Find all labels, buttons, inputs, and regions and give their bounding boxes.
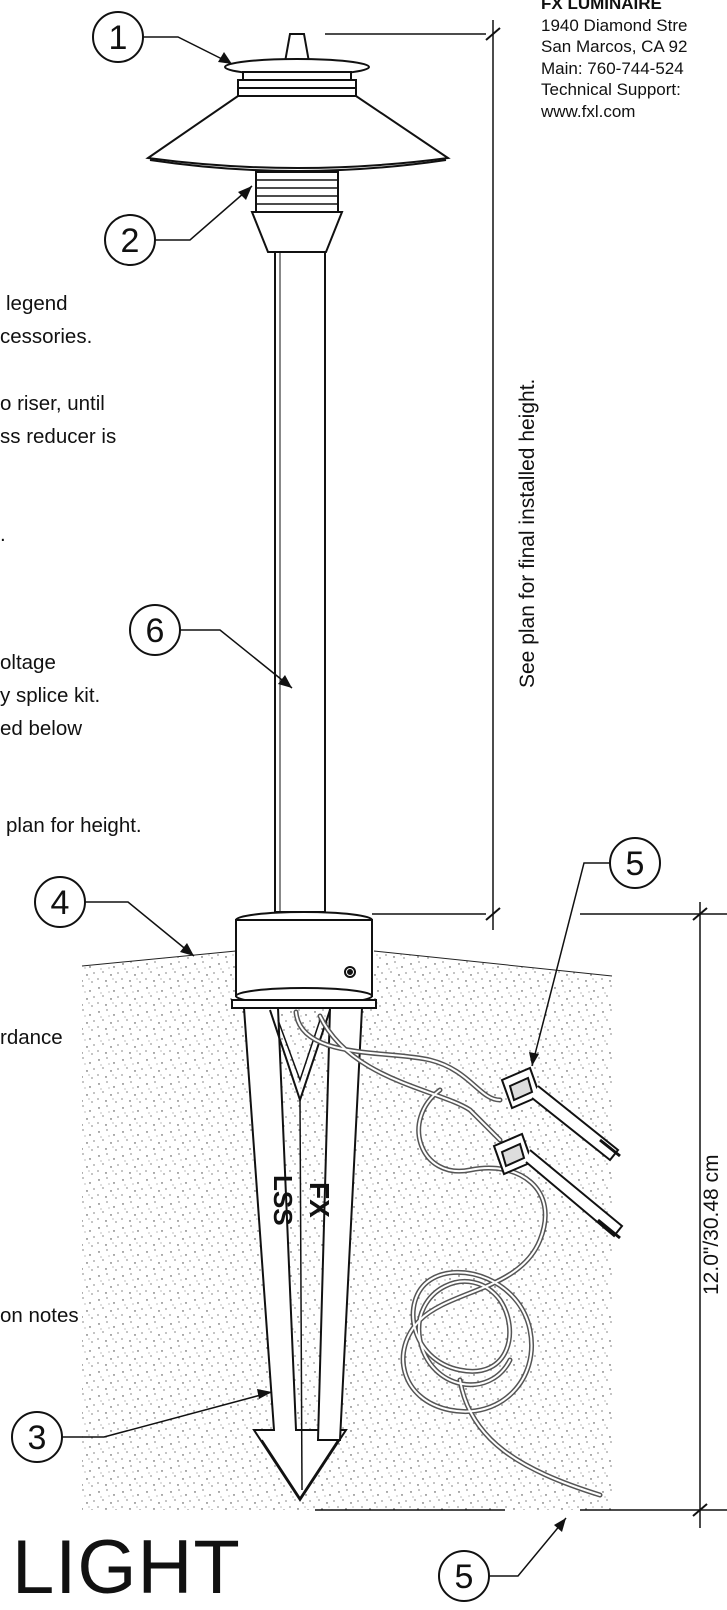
note-below: ed below (0, 717, 83, 740)
height-dimension-note: See plan for final installed height. (516, 379, 539, 688)
callout-6: 6 (129, 604, 293, 689)
company-main-phone: Main: 760-744-524 (541, 58, 684, 78)
callout-1: 1 (92, 11, 233, 65)
callout-4-number: 4 (51, 884, 70, 922)
note-plan-height: plan for height. (6, 814, 142, 837)
callout-4: 4 (34, 876, 195, 957)
lamp-head (145, 33, 451, 253)
callout-1-number: 1 (109, 19, 128, 57)
stake-marking-lss: LSS (268, 1175, 298, 1226)
stake-marking-fx: FX (304, 1182, 335, 1218)
note-voltage: oltage (0, 651, 56, 674)
callout-5-bottom-number: 5 (455, 1558, 474, 1596)
callout-3: 3 (11, 1389, 273, 1463)
company-info: FX LUMINAIRE 1940 Diamond Stre San Marco… (541, 0, 687, 122)
callout-5-bottom: 5 (438, 1517, 567, 1602)
callout-5-top-number: 5 (626, 845, 645, 883)
note-splice-kit: y splice kit. (0, 684, 101, 707)
company-website: www.fxl.com (541, 101, 636, 121)
callout-2: 2 (104, 185, 253, 266)
note-accessories: cessories. (0, 325, 93, 348)
note-legend: legend (6, 292, 68, 315)
note-installation: on notes (0, 1304, 79, 1327)
drawing-title: LIGHT (12, 1525, 241, 1610)
dimension-lines (315, 20, 727, 1528)
stake-hub (231, 911, 377, 1009)
note-riser: o riser, until (0, 392, 105, 415)
stake-depth-dimension: 12.0"/30.48 cm (700, 1154, 723, 1295)
note-reducer: ss reducer is (0, 425, 117, 448)
splice-connectors (492, 1066, 624, 1240)
company-city: San Marcos, CA 92 (541, 37, 688, 56)
company-support: Technical Support: (541, 80, 681, 99)
callout-2-number: 2 (121, 222, 140, 260)
note-accordance: rdance (0, 1026, 63, 1049)
callout-3-number: 3 (28, 1419, 47, 1457)
ground-stake (242, 1007, 364, 1502)
callout-6-number: 6 (146, 612, 165, 650)
company-name: FX LUMINAIRE (541, 0, 662, 13)
note-period: . (0, 523, 6, 546)
lead-wire-inner (295, 1011, 601, 1496)
callout-5-top: 5 (529, 837, 661, 1067)
riser-stem (274, 251, 326, 913)
company-street: 1940 Diamond Stre (541, 15, 688, 35)
